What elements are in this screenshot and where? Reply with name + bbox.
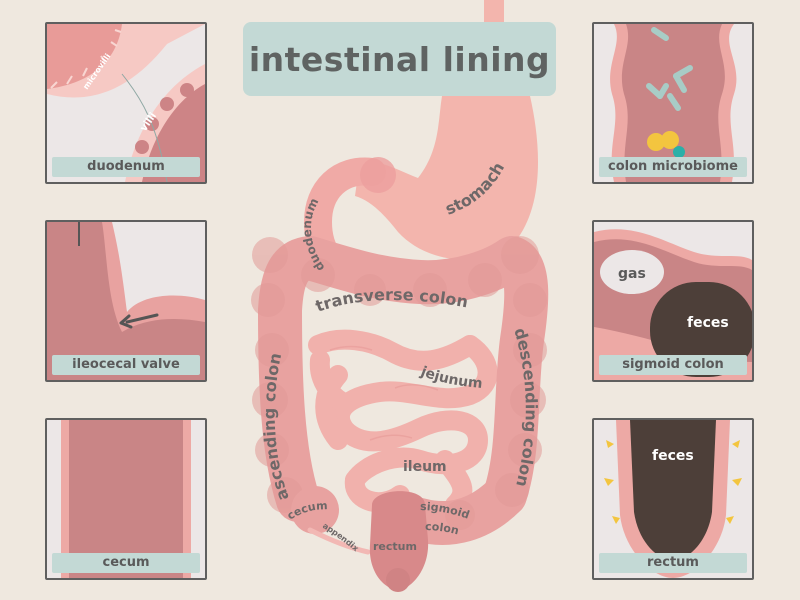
ileocecal-valve-panel: ileocecal valve (45, 220, 207, 382)
sigmoid-colon-caption: sigmoid colon (599, 355, 747, 375)
rectum-label: rectum (373, 540, 417, 553)
ileocecal-illustration (47, 222, 205, 380)
sigmoid-colon-panel: gas feces sigmoid colon (592, 220, 754, 382)
cecum (291, 486, 339, 534)
small-intestine (308, 329, 498, 515)
rectum-panel: feces rectum (592, 418, 754, 580)
anus (386, 568, 410, 592)
esophagus (484, 0, 504, 24)
duodenum-panel: microvilli villi duodenum (45, 22, 207, 184)
cecum-caption: cecum (52, 553, 200, 573)
small-intestine-folds (329, 345, 439, 441)
sigmoid-illustration: gas feces (594, 222, 752, 380)
rectum-feces-label: feces (652, 448, 694, 464)
rectum (369, 491, 429, 590)
flow-arrow-icon (125, 313, 159, 324)
cecum-panel: cecum (45, 418, 207, 580)
pylorus-bulge (360, 157, 396, 193)
title-banner: intestinal lining (243, 22, 556, 96)
cecum-illustration (47, 420, 205, 578)
sigmoid-label-line2: colon (425, 520, 460, 538)
colon-microbiome-caption: colon microbiome (599, 157, 747, 177)
bacteria-rods (646, 27, 693, 111)
transverse-colon-label: transverse colon (313, 285, 470, 316)
page-title: intestinal lining (248, 39, 551, 79)
ileocecal-valve-caption: ileocecal valve (52, 355, 200, 375)
appendix (307, 527, 371, 555)
haustra (251, 236, 547, 530)
stomach (355, 96, 539, 260)
colon-microbiome-panel: colon microbiome (592, 22, 754, 184)
rectum-caption: rectum (599, 553, 747, 573)
duodenum-caption: duodenum (52, 157, 200, 177)
rectum-illustration: feces (594, 420, 752, 578)
microbiome-illustration (594, 24, 752, 182)
ileum-label: ileum (403, 459, 447, 475)
pressure-sparks (604, 440, 742, 524)
sigmoid-feces-label: feces (687, 315, 729, 331)
gas-label: gas (618, 266, 646, 282)
